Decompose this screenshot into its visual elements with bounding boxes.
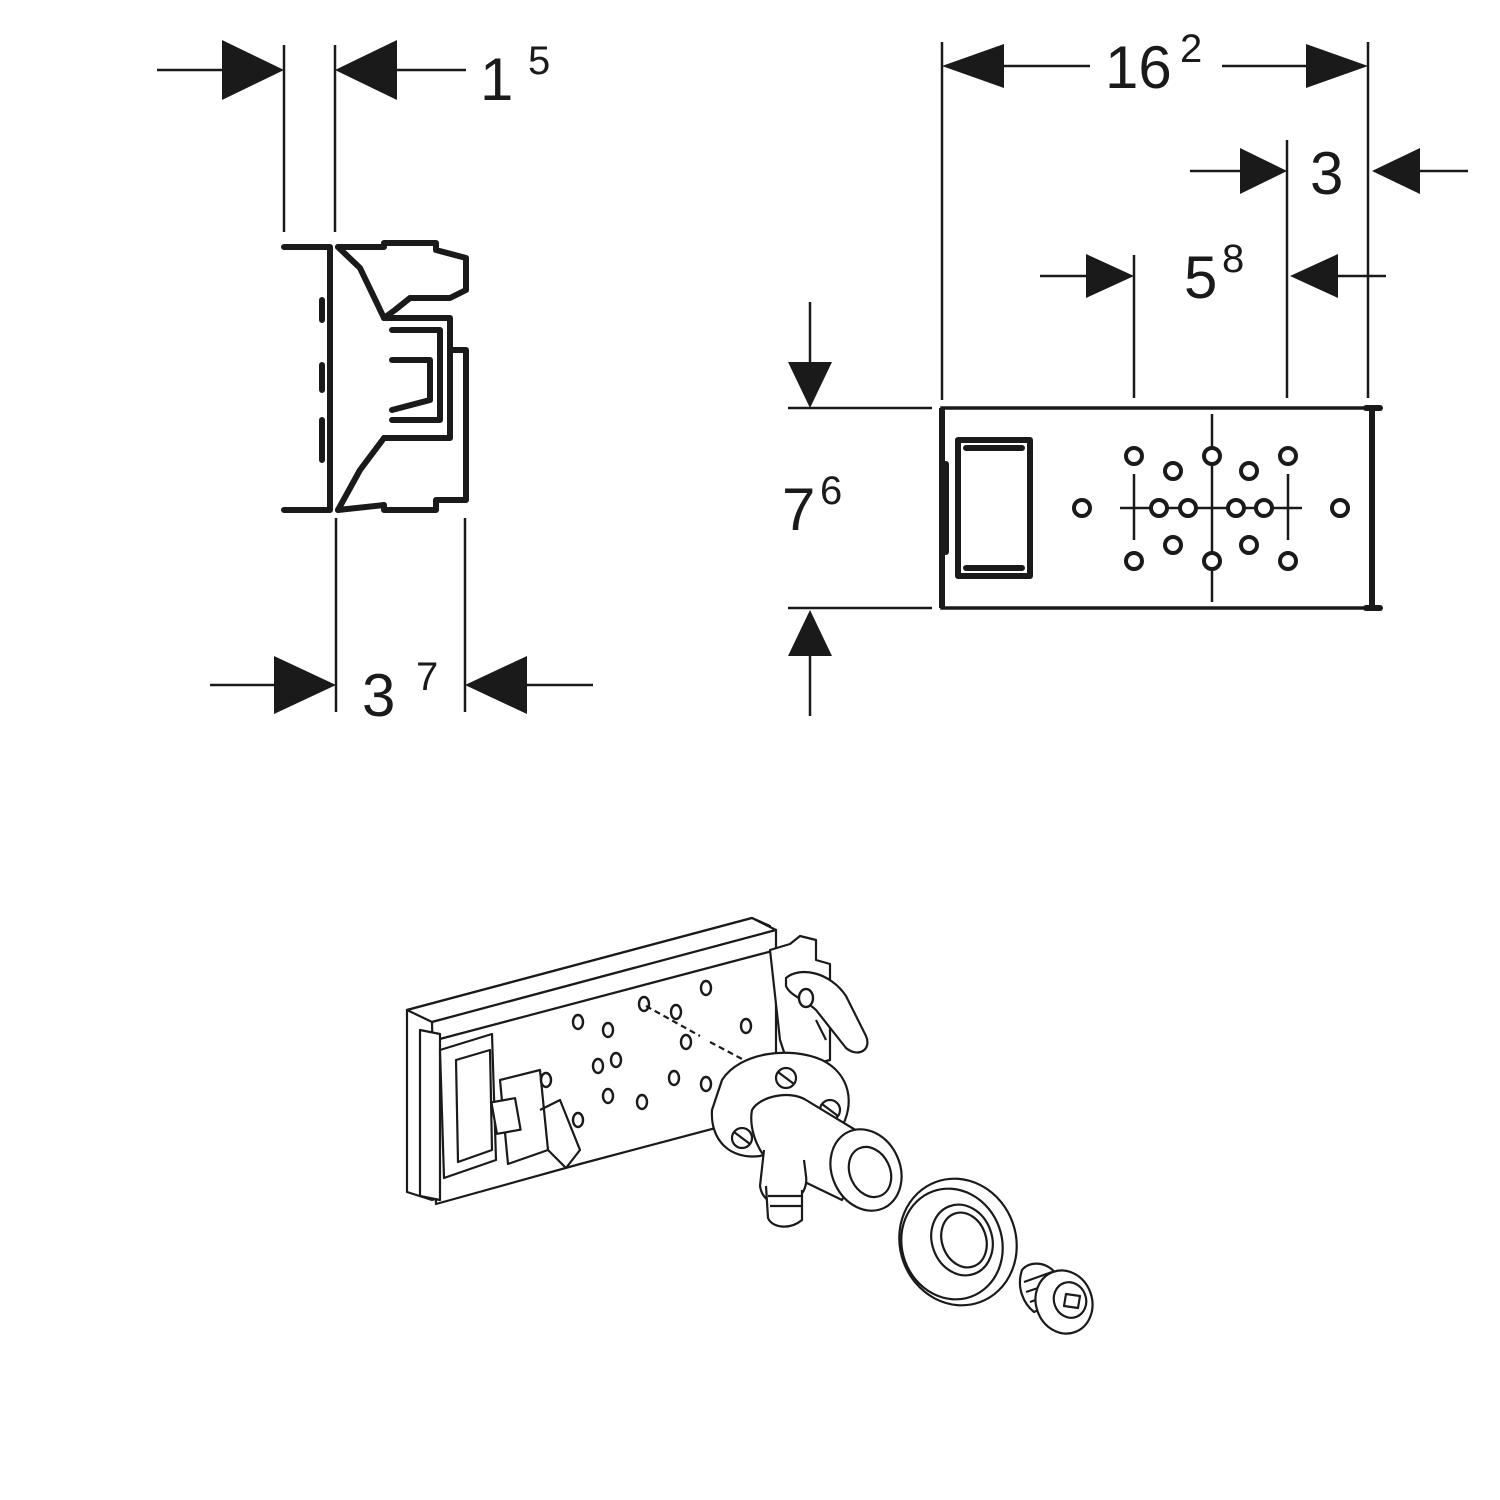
dim-side-bottom-sup: 7 [416, 655, 438, 699]
dimension-front-hole-span: 5 8 [1040, 237, 1386, 398]
front-plate [939, 405, 1383, 611]
dim-front-offset-base: 3 [1310, 140, 1343, 207]
dim-side-top-sup: 5 [528, 39, 550, 83]
isometric-assembly-view [405, 916, 1094, 1335]
iso-elbow-fitting [710, 1051, 903, 1228]
iso-cover-rosette [898, 1177, 1018, 1307]
dim-front-width-base: 16 [1105, 34, 1172, 101]
dim-front-height-sup: 6 [820, 469, 842, 513]
dimension-side-bottom: 3 7 [210, 518, 593, 729]
side-view: 1 5 3 7 [157, 39, 593, 729]
dim-front-height-base: 7 [782, 476, 815, 543]
iso-plate-holes [539, 979, 753, 1129]
dim-side-bottom-base: 3 [362, 662, 395, 729]
dim-front-hole-span-base: 5 [1184, 244, 1217, 311]
dimension-side-top: 1 5 [157, 39, 550, 232]
dim-front-width-sup: 2 [1180, 27, 1202, 71]
dimension-front-offset: 3 [1190, 140, 1468, 398]
dimension-front-width: 16 2 [942, 27, 1368, 101]
dim-side-top-base: 1 [480, 46, 513, 113]
iso-mounting-plate [405, 916, 869, 1206]
front-view: 16 2 3 5 8 [782, 27, 1468, 716]
side-profile [281, 240, 469, 513]
iso-plug-screw [1018, 1262, 1094, 1335]
dimension-front-height: 7 6 [782, 302, 932, 716]
dim-front-hole-span-sup: 8 [1222, 237, 1244, 281]
front-plate-holes [1072, 446, 1350, 571]
